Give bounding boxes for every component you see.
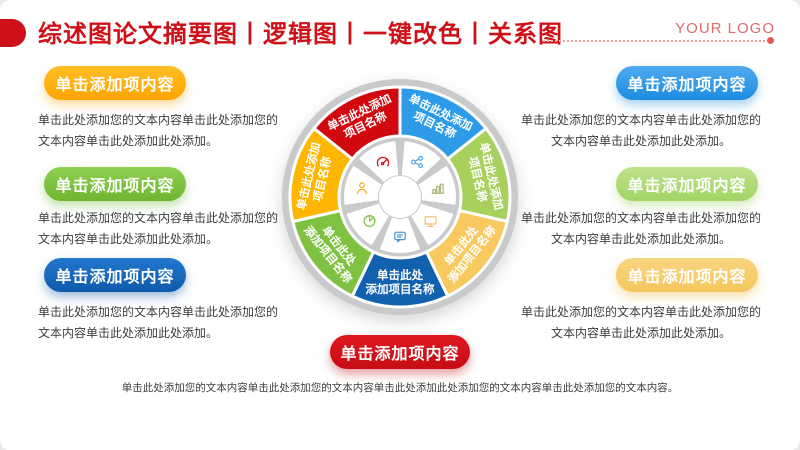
- left-item-1: 单击添加项内容: [38, 66, 280, 100]
- wheel-hub: [379, 176, 421, 218]
- wheel-wedge-green: [346, 203, 389, 246]
- svg-text:单击此处[interactable]: 单击此处: [377, 268, 423, 282]
- logo-placeholder[interactable]: YOUR LOGO: [675, 20, 775, 37]
- wheel-wedge-red: [359, 141, 399, 182]
- segment-label-dark-blue[interactable]: 单击此处 添加项目名称: [366, 268, 435, 296]
- wheel-wedge-blue: [401, 141, 441, 182]
- left-item-text-2[interactable]: 单击此处添加您的文本内容单击此处添加您的文本内容单击此处添加此处添加。: [38, 211, 279, 246]
- wheel-segment-orange[interactable]: [288, 126, 354, 223]
- right-item-1: 单击添加项内容: [520, 66, 762, 100]
- right-item-3: 单击添加项内容: [520, 258, 762, 292]
- share-icon: [410, 155, 424, 169]
- right-pill-2[interactable]: 单击添加项内容: [616, 167, 758, 201]
- pie-chart-icon: [363, 214, 376, 228]
- bottom-text[interactable]: 单击此处添加您的文本内容单击此处添加您的文本内容单击此处添加此处添加您的文本内容…: [121, 382, 679, 394]
- person-icon: [356, 182, 368, 194]
- right-pill-3[interactable]: 单击添加项内容: [616, 258, 758, 292]
- right-item-text-3[interactable]: 单击此处添加您的文本内容单击此处添加您的文本内容单击此处添加此处添加。: [520, 305, 761, 340]
- page-title: 综述图论文摘要图丨逻辑图丨一键改色丨关系图: [38, 21, 563, 48]
- title-accent-tab: [0, 19, 26, 47]
- left-item-text-1[interactable]: 单击此处添加您的文本内容单击此处添加您的文本内容单击此处添加此处添加。: [38, 113, 279, 148]
- left-pill-2[interactable]: 单击添加项内容: [44, 167, 186, 201]
- right-pill-1[interactable]: 单击添加项内容: [616, 66, 758, 100]
- left-pill-3[interactable]: 单击添加项内容: [44, 258, 186, 292]
- bottom-pill[interactable]: 单击添加项内容: [330, 335, 470, 369]
- left-item-3: 单击添加项内容: [38, 258, 280, 292]
- left-pill-1[interactable]: 单击添加项内容: [44, 66, 186, 100]
- gauge-icon: [376, 156, 390, 167]
- wheel-wedge-light-green: [418, 165, 456, 205]
- right-item-2: 单击添加项内容: [520, 167, 762, 201]
- left-item-text-3[interactable]: 单击此处添加您的文本内容单击此处添加您的文本内容单击此处添加此处添加。: [38, 305, 279, 340]
- wheel-wedge-orange: [344, 165, 382, 205]
- left-item-2: 单击添加项内容: [38, 167, 280, 201]
- monitor-icon: [424, 216, 437, 228]
- bar-chart-icon: [431, 183, 445, 194]
- divider-end-dot: [767, 37, 774, 44]
- chat-icon: [394, 231, 406, 243]
- right-item-text-1[interactable]: 单击此处添加您的文本内容单击此处添加您的文本内容单击此处添加此处添加。: [520, 113, 761, 148]
- right-item-text-2[interactable]: 单击此处添加您的文本内容单击此处添加您的文本内容单击此处添加此处添加。: [520, 211, 761, 246]
- svg-text:添加项目名称[interactable]: 添加项目名称: [366, 282, 435, 296]
- dotted-divider: [543, 40, 765, 42]
